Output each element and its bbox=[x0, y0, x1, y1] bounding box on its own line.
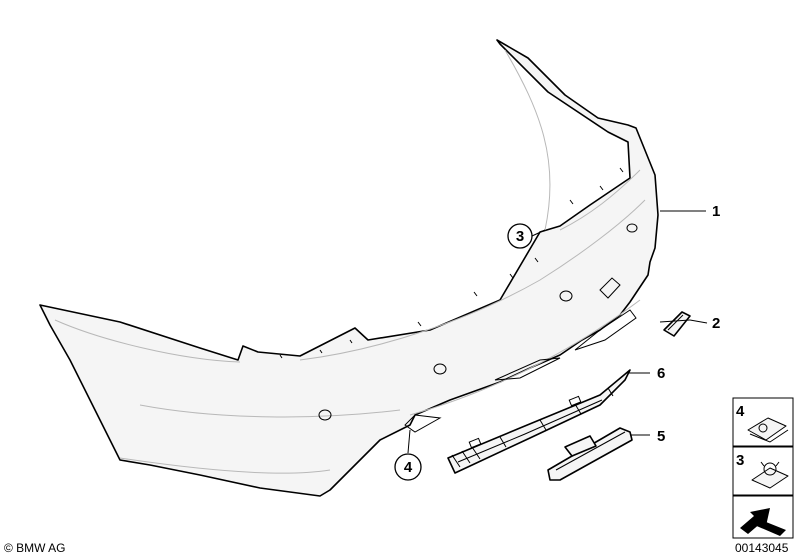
svg-text:6: 6 bbox=[657, 365, 665, 382]
callout-2[interactable]: 2 bbox=[712, 315, 720, 332]
svg-text:4: 4 bbox=[736, 403, 745, 420]
callout-1[interactable]: 1 bbox=[712, 203, 720, 220]
reflector-strip-part[interactable] bbox=[547, 427, 633, 481]
inset-clip-nut-4[interactable]: 4 bbox=[732, 397, 794, 447]
circled-callout-3[interactable]: 3 bbox=[507, 223, 533, 249]
leader-lines bbox=[407, 210, 708, 454]
svg-text:3: 3 bbox=[736, 452, 744, 469]
rear-bumper-part[interactable] bbox=[39, 39, 659, 497]
inset-legend: 4 3 bbox=[732, 397, 794, 539]
circled-callout-4[interactable]: 4 bbox=[394, 453, 422, 481]
svg-text:1: 1 bbox=[712, 203, 720, 220]
svg-text:4: 4 bbox=[404, 459, 413, 476]
svg-text:5: 5 bbox=[657, 428, 665, 445]
copyright-text: © BMW AG bbox=[4, 541, 66, 555]
svg-text:2: 2 bbox=[712, 315, 720, 332]
callout-5[interactable]: 5 bbox=[657, 428, 665, 445]
inset-arrow-icon[interactable] bbox=[732, 495, 794, 539]
inset-clip-nut-3[interactable]: 3 bbox=[732, 446, 794, 496]
callout-6[interactable]: 6 bbox=[657, 365, 665, 382]
lower-trim-part[interactable] bbox=[447, 369, 631, 474]
drawing-number: 00143045 bbox=[735, 541, 789, 555]
tow-hook-cover-part[interactable] bbox=[663, 311, 691, 337]
svg-text:3: 3 bbox=[516, 228, 524, 245]
